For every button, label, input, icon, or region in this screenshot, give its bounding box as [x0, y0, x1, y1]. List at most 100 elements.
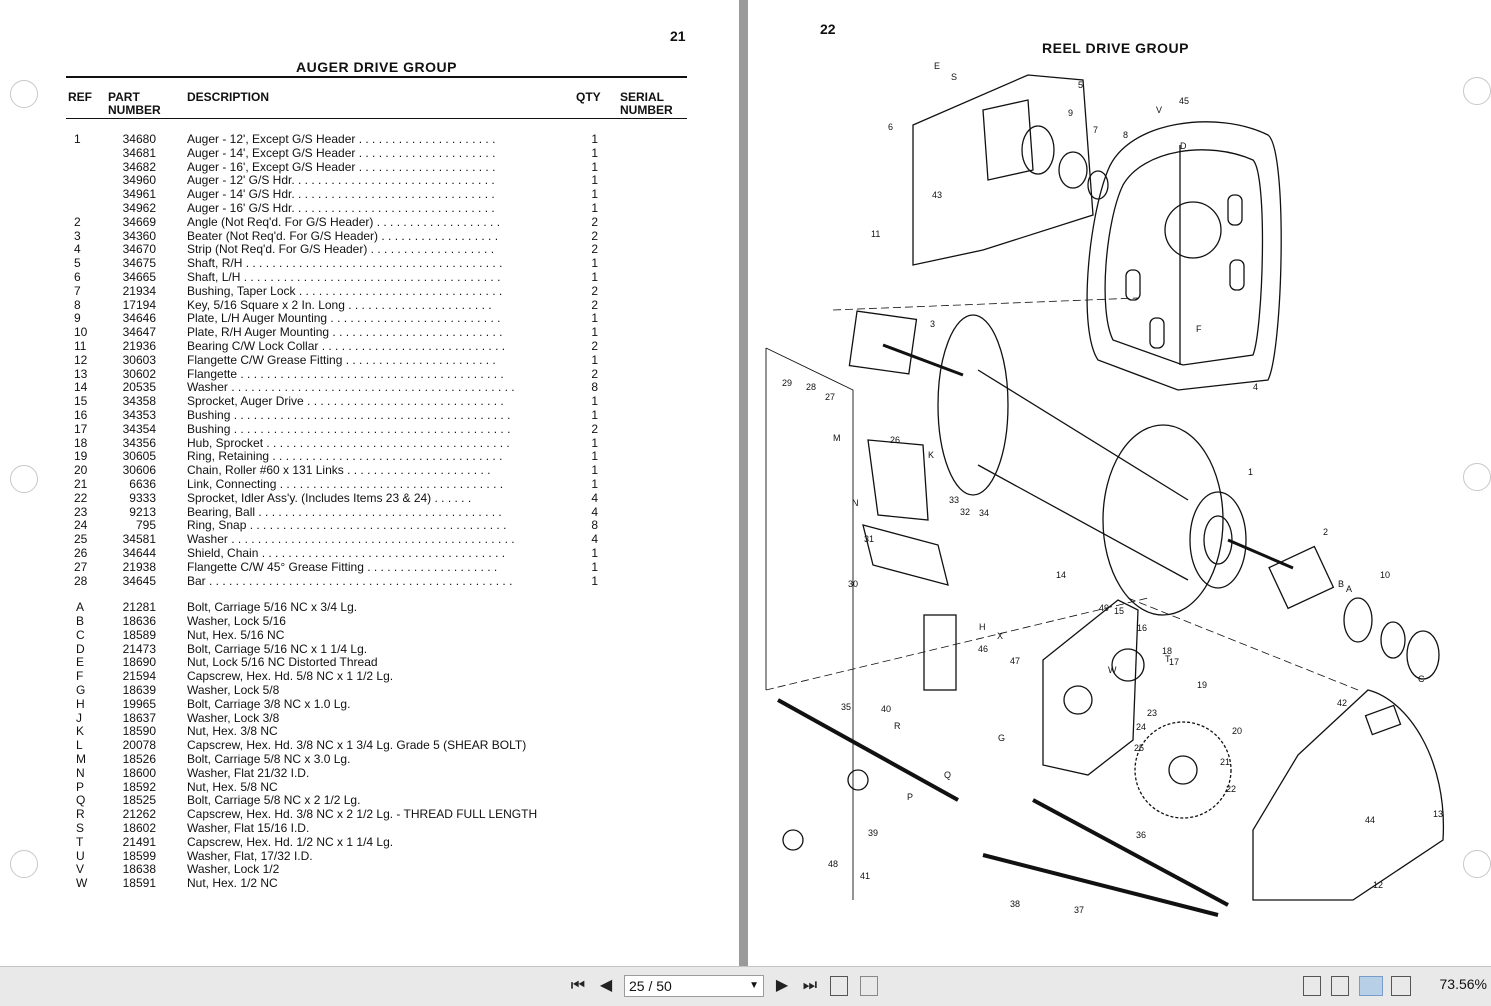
fit-width-icon[interactable]: [860, 976, 878, 996]
row-qty: 1: [591, 200, 598, 215]
last-page-icon[interactable]: ⏭: [802, 977, 818, 994]
row-qty: 2: [591, 338, 598, 353]
row-description: Flangette C/W 45° Grease Fitting . . . .…: [187, 560, 498, 574]
diagram-sprocket: [1134, 721, 1232, 819]
chevron-down-icon[interactable]: ▼: [749, 980, 759, 991]
two-page-icon[interactable]: [1359, 976, 1383, 996]
row-qty: 1: [591, 545, 598, 560]
row-qty: 4: [591, 490, 598, 505]
row-part: 18526: [122, 752, 156, 767]
row-part: 34665: [122, 269, 156, 284]
callout-label: 34: [979, 508, 989, 518]
row-part: 34581: [122, 532, 156, 547]
callout-label: 32: [960, 507, 970, 517]
col-description: DESCRIPTION: [187, 90, 270, 104]
diagram-housing: [1086, 121, 1282, 391]
row-description: Shield, Chain . . . . . . . . . . . . . …: [187, 546, 506, 560]
row-part: 34356: [122, 435, 156, 450]
callout-label: G: [998, 733, 1005, 743]
row-qty: 1: [591, 463, 598, 478]
row-qty: 8: [591, 518, 598, 533]
single-page-icon[interactable]: [1303, 976, 1321, 996]
row-description: Strip (Not Req'd. For G/S Header) . . . …: [187, 243, 495, 257]
callout-label: 1: [1248, 467, 1253, 477]
callout-label: 39: [868, 828, 878, 838]
fit-page-icon[interactable]: [830, 976, 848, 996]
row-qty: 2: [591, 228, 598, 243]
diagram-angle-plate: [848, 310, 918, 375]
row-qty: 1: [591, 269, 598, 284]
diagram-housing-hole: [1164, 201, 1222, 259]
callout-label: 37: [1074, 905, 1084, 915]
callout-label: T: [1165, 654, 1171, 664]
prev-page-icon[interactable]: ◀: [599, 977, 613, 994]
row-part: 18637: [122, 710, 156, 725]
row-ref: R: [76, 807, 85, 822]
callout-label: 7: [1093, 125, 1098, 135]
callout-label: 41: [860, 871, 870, 881]
row-description: Ring, Retaining . . . . . . . . . . . . …: [187, 450, 503, 464]
callout-label: 16: [1137, 623, 1147, 633]
first-page-icon[interactable]: ⏮: [570, 977, 586, 994]
row-qty: 2: [591, 283, 598, 298]
row-part: 21938: [122, 559, 156, 574]
continuous-icon[interactable]: [1331, 976, 1349, 996]
row-ref: 4: [74, 242, 81, 257]
row-description: Chain, Roller #60 x 131 Links . . . . . …: [187, 464, 491, 478]
diagram-drum-flange: [1102, 424, 1224, 616]
callout-label: B: [1338, 579, 1344, 589]
exploded-parts-diagram: 1234567891011121314151617181920212223242…: [765, 61, 1445, 917]
callout-label: 19: [1197, 680, 1207, 690]
callout-label: 24: [1136, 722, 1146, 732]
row-part: 18592: [122, 779, 156, 794]
row-description: Washer . . . . . . . . . . . . . . . . .…: [187, 381, 515, 395]
page-number: 21: [670, 28, 686, 44]
diagram-flangette: [1343, 597, 1373, 643]
zoom-level[interactable]: 73.56%: [1439, 976, 1487, 992]
row-ref: M: [76, 752, 86, 767]
diagram-reel-shield: [1252, 689, 1445, 901]
diagram-shaft: [882, 343, 964, 377]
row-ref: 9: [74, 311, 81, 326]
page-left: 21 AUGER DRIVE GROUP REF PART NUMBER DES…: [0, 0, 739, 966]
row-part: 34353: [122, 407, 156, 422]
diagram-flangette: [1021, 125, 1055, 175]
next-page-icon[interactable]: ▶: [775, 977, 789, 994]
row-part: 6636: [129, 476, 156, 491]
callout-label: D: [1180, 141, 1187, 151]
row-qty: 1: [591, 311, 598, 326]
row-description: Capscrew, Hex. Hd. 3/8 NC x 2 1/2 Lg. - …: [187, 808, 538, 822]
row-ref: 20: [74, 463, 88, 478]
col-qty: QTY: [576, 90, 601, 104]
diagram-sprocket-hub: [1168, 755, 1198, 785]
row-ref: D: [76, 641, 85, 656]
diagram-slot: [1125, 269, 1141, 301]
row-ref: 24: [74, 518, 88, 533]
page-indicator-input[interactable]: 25 / 50 ▼: [624, 975, 764, 997]
row-ref: 28: [74, 573, 88, 588]
row-description: Capscrew, Hex. Hd. 5/8 NC x 1 1/2 Lg.: [187, 670, 394, 684]
diagram-bar: [862, 524, 949, 586]
row-description: Bearing, Ball . . . . . . . . . . . . . …: [187, 505, 502, 519]
diagram-bolt-box: [923, 614, 957, 691]
row-part: 34647: [122, 325, 156, 340]
row-description: Nut, Hex. 5/8 NC: [187, 780, 278, 794]
two-page-continuous-icon[interactable]: [1391, 976, 1411, 996]
callout-label: W: [1108, 665, 1117, 675]
callout-label: 9: [1068, 108, 1073, 118]
